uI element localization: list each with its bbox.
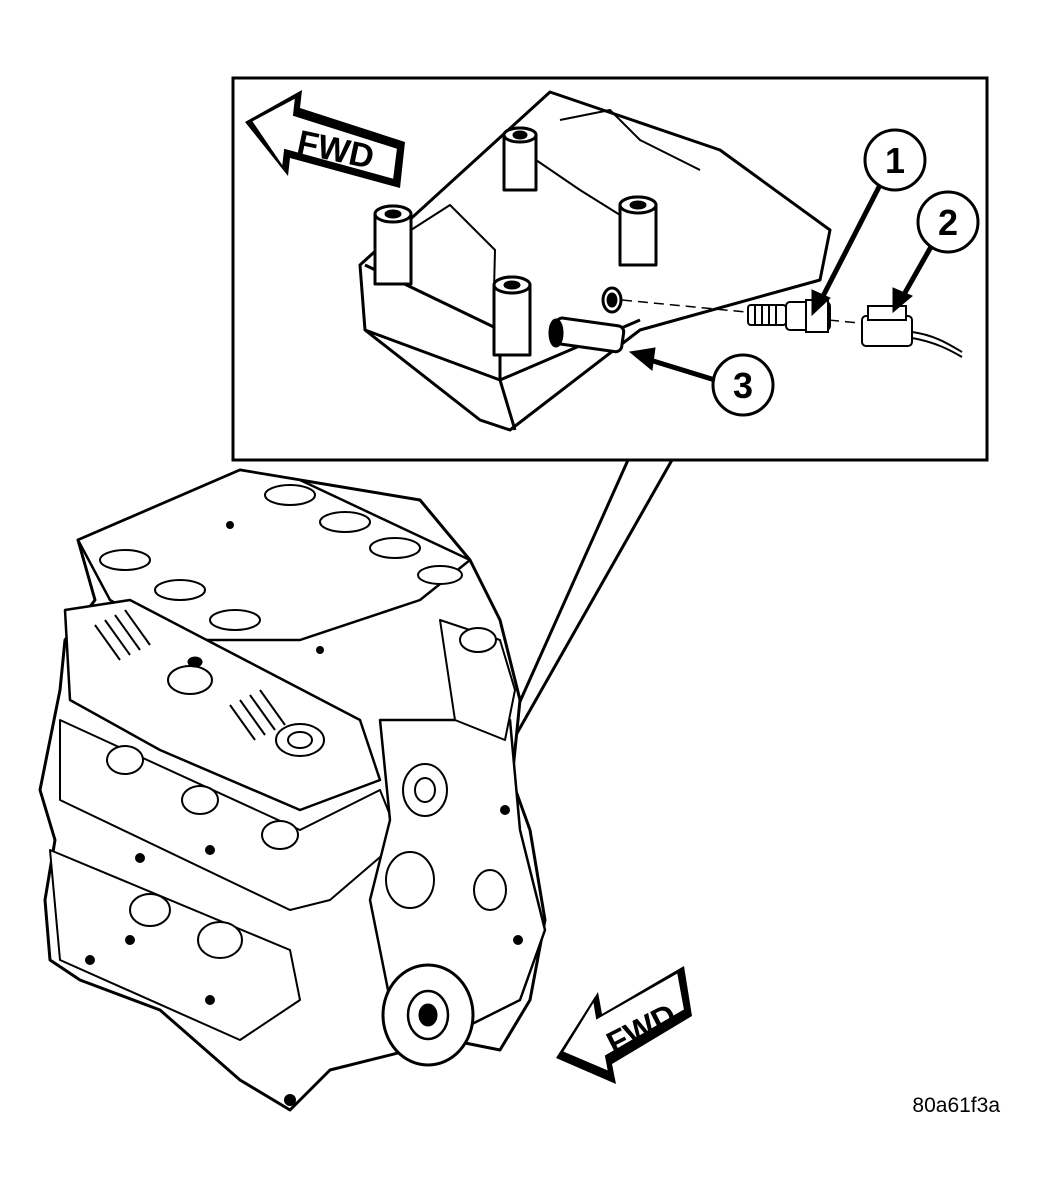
callout-3: 3 (711, 353, 775, 417)
callout-2-label: 2 (938, 202, 958, 243)
callout-1: 1 (863, 128, 927, 192)
coolant-sensor (747, 299, 831, 333)
callout-leaders (628, 183, 935, 383)
figure-code: 80a61f3a (912, 1094, 1000, 1117)
engine-block (38, 468, 547, 1112)
main-fwd-arrow: FWD (556, 966, 692, 1084)
inset-panel: FWD (231, 76, 989, 462)
callout-3-label: 3 (733, 365, 753, 406)
callout-2: 2 (916, 190, 980, 254)
callout-1-label: 1 (885, 140, 905, 181)
inset-fwd-arrow: FWD (245, 90, 405, 188)
zoom-lines (503, 459, 674, 743)
cylinder-head-block (358, 90, 832, 432)
